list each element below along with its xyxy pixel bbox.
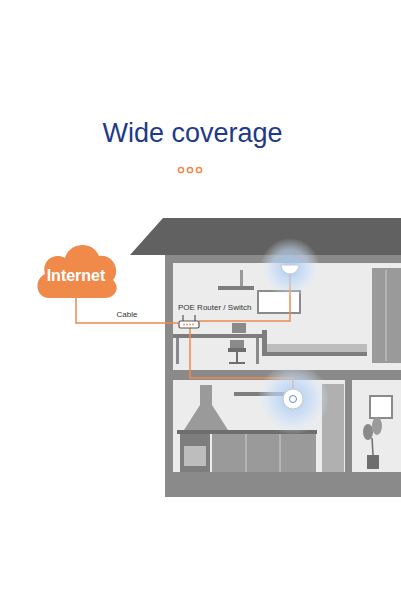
roof	[130, 218, 401, 255]
plant-pot	[367, 455, 379, 469]
bed-head	[262, 330, 267, 356]
device-label: POE Router / Switch	[178, 303, 251, 313]
oven-door	[184, 446, 206, 466]
wifi-glow	[260, 238, 320, 298]
internet-cloud: Internet	[33, 236, 119, 300]
chair-back	[230, 340, 244, 348]
cable-path	[76, 298, 178, 323]
plant-stem	[372, 438, 373, 455]
plant-leaf	[372, 417, 382, 435]
cloud-label: Internet	[47, 267, 106, 285]
bed	[262, 344, 367, 352]
wall-art	[370, 396, 392, 418]
ceiling-access-point	[281, 265, 299, 274]
access-point-led	[290, 396, 297, 403]
wifi-glow	[257, 363, 329, 435]
cabinet-split	[246, 434, 247, 472]
bed-base	[262, 352, 367, 356]
desk	[173, 334, 263, 338]
cabinet-split	[280, 434, 281, 472]
cabinet	[212, 434, 316, 472]
wardrobe-split	[386, 270, 387, 361]
access-point	[283, 389, 303, 409]
chair-base	[229, 362, 245, 364]
range-hood	[184, 385, 228, 430]
shelf-post	[240, 270, 243, 286]
edge-label: Cable	[115, 310, 140, 320]
wardrobe	[372, 268, 401, 363]
wall-shelf	[218, 286, 254, 290]
plant-leaf	[363, 424, 373, 440]
cable-line	[76, 298, 178, 323]
oven	[180, 434, 210, 472]
laptop	[232, 323, 246, 333]
desk-leg	[256, 338, 259, 364]
cloud-outline	[37, 245, 116, 298]
ground	[165, 472, 401, 497]
title-dots	[178, 167, 201, 172]
chair-seat	[228, 348, 246, 352]
desk-leg	[176, 338, 179, 364]
router-node: POE Router / Switch	[178, 303, 251, 330]
chair-leg	[236, 352, 238, 362]
page-title: Wide coverage	[0, 118, 385, 149]
router-icon	[178, 314, 200, 330]
